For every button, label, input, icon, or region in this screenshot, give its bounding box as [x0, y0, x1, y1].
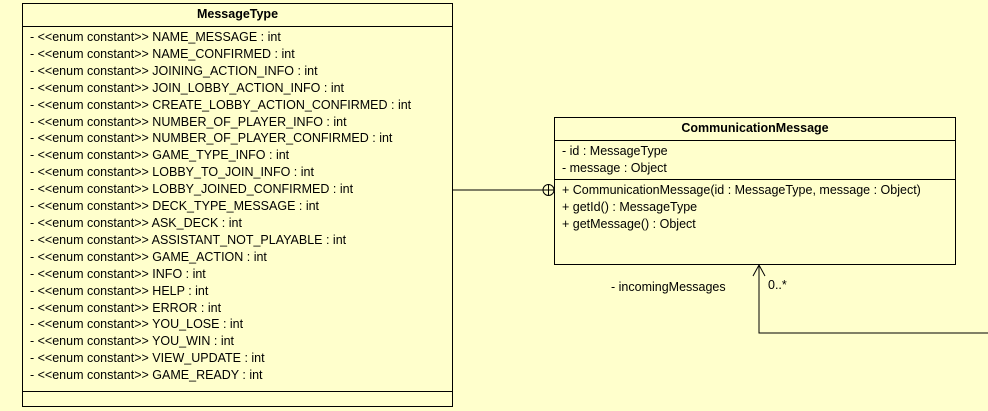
operation: + CommunicationMessage(id : MessageType,… [562, 182, 921, 197]
attribute-list: - <<enum constant>> NAME_MESSAGE : int - … [23, 27, 452, 392]
enum-constant: - <<enum constant>> LOBBY_TO_JOIN_INFO :… [30, 165, 314, 180]
enum-constant: - <<enum constant>> JOINING_ACTION_INFO … [30, 63, 318, 78]
nesting-anchor-icon [542, 184, 555, 196]
enum-constant: - <<enum constant>> LOBBY_JOINED_CONFIRM… [30, 182, 354, 197]
enum-constant: - <<enum constant>> DECK_TYPE_MESSAGE : … [30, 199, 320, 214]
enum-constant: - <<enum constant>> NAME_CONFIRMED : int [30, 46, 295, 61]
enum-constant: - <<enum constant>> NAME_MESSAGE : int [30, 30, 281, 44]
enum-constant: - <<enum constant>> CREATE_LOBBY_ACTION_… [30, 97, 412, 112]
association-role-label: - incomingMessages [611, 280, 726, 294]
association-multiplicity-label: 0..* [768, 278, 787, 292]
enum-constant: - <<enum constant>> ASK_DECK : int [30, 215, 242, 230]
class-message-type[interactable]: MessageType - <<enum constant>> NAME_MES… [22, 3, 453, 407]
enum-constant: - <<enum constant>> YOU_WIN : int [30, 334, 235, 349]
enum-constant: - <<enum constant>> GAME_TYPE_INFO : int [30, 148, 290, 163]
operation: + getId() : MessageType [562, 199, 698, 214]
operation-list-empty [23, 392, 452, 402]
enum-constant: - <<enum constant>> GAME_READY : int [30, 368, 263, 383]
enum-constant: - <<enum constant>> HELP : int [30, 283, 209, 298]
enum-constant: - <<enum constant>> NUMBER_OF_PLAYER_CON… [30, 131, 393, 146]
association-line [758, 265, 988, 334]
class-communication-message[interactable]: CommunicationMessage - id : MessageType … [554, 117, 956, 265]
enum-constant: - <<enum constant>> YOU_LOSE : int [30, 317, 244, 332]
operation: + getMessage() : Object [562, 216, 696, 231]
attribute: - message : Object [562, 160, 667, 175]
operation-list: + CommunicationMessage(id : MessageType,… [555, 180, 955, 235]
enum-constant: - <<enum constant>> ASSISTANT_NOT_PLAYAB… [30, 232, 347, 247]
attribute-list: - id : MessageType - message : Object [555, 141, 955, 180]
enum-constant: - <<enum constant>> INFO : int [30, 266, 206, 281]
class-title: MessageType [23, 4, 452, 27]
association-arrowhead-icon [752, 263, 766, 277]
attribute: - id : MessageType [562, 144, 668, 158]
enum-constant: - <<enum constant>> GAME_ACTION : int [30, 249, 267, 264]
enum-constant: - <<enum constant>> ERROR : int [30, 300, 222, 315]
enum-constant: - <<enum constant>> VIEW_UPDATE : int [30, 351, 265, 366]
enum-constant: - <<enum constant>> JOIN_LOBBY_ACTION_IN… [30, 80, 345, 95]
class-title: CommunicationMessage [555, 118, 955, 141]
enum-constant: - <<enum constant>> NUMBER_OF_PLAYER_INF… [30, 114, 347, 129]
